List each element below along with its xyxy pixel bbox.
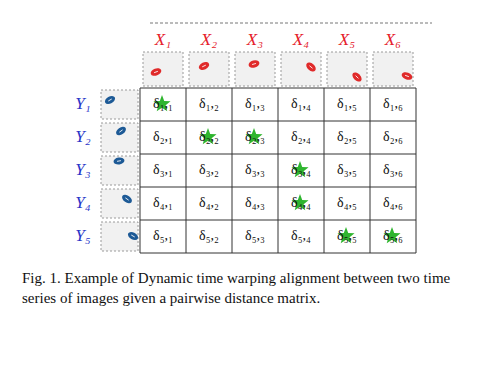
- image-frame: [143, 52, 183, 86]
- table-cell: δ₅,₅: [337, 229, 357, 243]
- table-cell: δ₁,₃: [245, 97, 265, 111]
- table-cell: δ₄,₁: [153, 196, 173, 210]
- image-frame: [101, 90, 138, 119]
- table-cell: δ₅,₄: [291, 229, 311, 243]
- table-cell: δ₁,₄: [291, 97, 311, 111]
- table-cell: δ₁,₅: [337, 97, 357, 111]
- football-icon: [120, 193, 133, 205]
- image-frame: [327, 52, 367, 86]
- series-label: Y₂: [75, 128, 90, 145]
- table-cell: δ₃,₄: [291, 163, 311, 177]
- table-cell: δ₂,₆: [383, 130, 403, 144]
- table-cell: δ₃,₅: [337, 163, 357, 177]
- series-label: X₂: [201, 31, 217, 48]
- table-cell: δ₂,₁: [153, 130, 173, 144]
- series-label: Y₁: [75, 95, 90, 112]
- football-icon: [351, 71, 364, 84]
- image-frame: [235, 52, 275, 86]
- distance-grid: [140, 88, 416, 253]
- football-icon: [126, 230, 139, 242]
- series-label: X₄: [293, 31, 309, 48]
- table-cell: δ₄,₆: [383, 196, 403, 210]
- series-label: Y₄: [75, 194, 90, 211]
- table-cell: δ₅,₃: [245, 229, 265, 243]
- table-cell: δ₁,₂: [199, 97, 219, 111]
- football-icon: [305, 61, 318, 73]
- table-cell: δ₂,₅: [337, 130, 357, 144]
- series-label: Y₃: [75, 161, 90, 178]
- table-cell: δ₄,₅: [337, 196, 357, 210]
- football-icon: [150, 67, 163, 77]
- image-frame: [101, 156, 138, 185]
- image-frame: [189, 52, 229, 86]
- table-cell: δ₂,₄: [291, 130, 311, 144]
- football-icon: [401, 71, 414, 81]
- table-cell: δ₄,₂: [199, 196, 219, 210]
- image-frame: [101, 123, 138, 152]
- football-icon: [113, 157, 125, 166]
- table-cell: δ₁,₆: [383, 97, 403, 111]
- football-icon: [198, 61, 211, 72]
- table-cell: δ₃,₃: [245, 163, 265, 177]
- dashed-border: [150, 23, 432, 24]
- table-cell: δ₅,₆: [383, 229, 403, 243]
- table-cell: δ₄,₄: [291, 196, 311, 210]
- image-frame: [373, 52, 413, 86]
- figure-caption: Fig. 1. Example of Dynamic time warping …: [22, 268, 470, 308]
- football-icon: [248, 59, 260, 69]
- series-label: X₁: [155, 31, 171, 48]
- series-label: Y₅: [75, 227, 90, 244]
- table-cell: δ₅,₁: [153, 229, 173, 243]
- image-frame: [281, 52, 321, 86]
- table-cell: δ₅,₂: [199, 229, 219, 243]
- image-frame: [101, 189, 138, 218]
- table-cell: δ₄,₃: [245, 196, 265, 210]
- series-label: X₅: [339, 31, 355, 48]
- football-icon: [114, 125, 127, 137]
- table-cell: δ₂,₃: [245, 130, 265, 144]
- series-label: X₃: [247, 31, 263, 48]
- table-cell: δ₃,₁: [153, 163, 173, 177]
- football-icon: [103, 94, 116, 106]
- table-cell: δ₁,₁: [153, 97, 173, 111]
- table-cell: δ₂,₂: [199, 130, 219, 144]
- table-cell: δ₃,₆: [383, 163, 403, 177]
- table-cell: δ₃,₂: [199, 163, 219, 177]
- series-label: X₆: [385, 31, 401, 48]
